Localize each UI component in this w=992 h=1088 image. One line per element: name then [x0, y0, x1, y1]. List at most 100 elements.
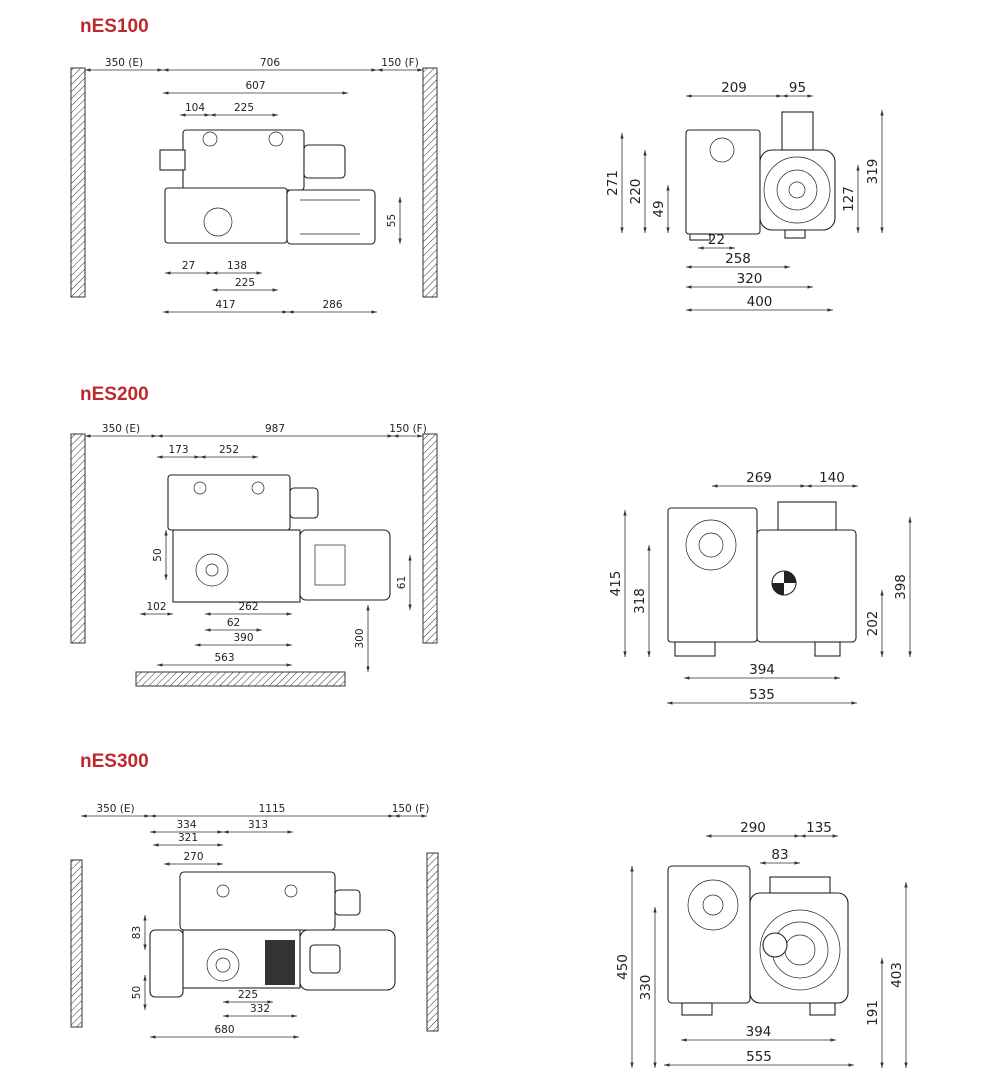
pump-body — [164, 187, 288, 244]
floor — [135, 671, 346, 687]
dimension-label: 49 — [651, 200, 667, 217]
dimension-label: 102 — [146, 601, 166, 613]
dimension-label: 95 — [789, 80, 806, 96]
inlet-flange — [159, 149, 186, 171]
dimension-label: 319 — [865, 159, 881, 185]
dimension-label: 225 — [238, 989, 258, 1001]
fan-grille — [763, 156, 831, 224]
dimension-label: 318 — [632, 588, 648, 614]
dimension-label: 22 — [708, 232, 725, 248]
dimension-label: 403 — [889, 962, 905, 988]
dimension-label: 607 — [245, 80, 265, 92]
dimension-label: 55 — [386, 214, 398, 227]
dimension-label: 150 (F) — [381, 57, 419, 69]
dimension-label: 83 — [771, 847, 788, 863]
dimension-label: 417 — [215, 299, 235, 311]
dimension-label: 987 — [265, 423, 285, 435]
dimension-label: 290 — [740, 820, 766, 836]
wall-right — [422, 433, 438, 644]
dimension-label: 1115 — [259, 803, 286, 815]
dimension-label: 535 — [749, 687, 775, 703]
dimension-label: 191 — [865, 1000, 881, 1026]
drum — [149, 929, 184, 998]
dimension-label: 27 — [182, 260, 195, 272]
dimension-label: 83 — [131, 926, 143, 939]
wall-left — [70, 67, 86, 298]
dimension-label: 270 — [183, 851, 203, 863]
wall-left — [70, 859, 83, 1028]
pump-cylinder — [179, 871, 336, 931]
dimension-label: 209 — [721, 80, 747, 96]
dimension-label: 286 — [322, 299, 342, 311]
front-housing — [667, 507, 758, 643]
wall-left — [70, 433, 86, 644]
dimension-label: 563 — [214, 652, 234, 664]
dimension-label: 394 — [749, 662, 775, 678]
front-housing — [685, 129, 761, 235]
dimension-label: 150 (F) — [389, 423, 427, 435]
dimension-label: 225 — [234, 102, 254, 114]
wall-right — [426, 852, 439, 1032]
nes300-side-view — [70, 852, 439, 1032]
model-title-nes300: nES300 — [80, 751, 149, 772]
dimension-label: 313 — [248, 819, 268, 831]
dimension-label: 350 (E) — [102, 423, 140, 435]
dimension-label: 104 — [185, 102, 205, 114]
inlet-stub — [781, 111, 814, 151]
dimension-label: 269 — [746, 470, 772, 486]
dimension-label: 321 — [178, 832, 198, 844]
dimension-label: 138 — [227, 260, 247, 272]
dimension-label: 202 — [865, 611, 881, 637]
dimension-label: 390 — [233, 632, 253, 644]
nes100-side-view — [70, 67, 438, 298]
motor — [286, 189, 376, 245]
fan-cap — [289, 487, 319, 519]
dimension-label: 330 — [638, 975, 654, 1001]
dimension-label: 140 — [819, 470, 845, 486]
dimension-label: 334 — [176, 819, 196, 831]
dimension-label: 706 — [260, 57, 280, 69]
nes200-front-view — [667, 501, 857, 657]
dimension-label: 150 (F) — [392, 803, 430, 815]
pump-body — [172, 529, 301, 603]
flange-circle — [203, 207, 233, 237]
dimension-label: 225 — [235, 277, 255, 289]
dimension-label: 300 — [354, 628, 366, 648]
dimension-label: 173 — [168, 444, 188, 456]
dimension-label: 415 — [608, 571, 624, 597]
pump-cylinder — [167, 474, 291, 531]
nes300-front-view — [667, 865, 849, 1016]
fan-cap — [303, 144, 346, 179]
dimension-label: 127 — [841, 186, 857, 212]
pump-cylinder — [182, 129, 305, 191]
fan-cap — [334, 889, 361, 916]
nes200-side-view — [70, 433, 438, 687]
dimension-label: 680 — [214, 1024, 234, 1036]
dimension-label: 61 — [396, 576, 408, 589]
dimension-label: 258 — [725, 251, 751, 267]
dimension-label: 62 — [227, 617, 240, 629]
fan-housing — [759, 149, 836, 231]
dimension-label: 271 — [605, 170, 621, 196]
dimension-label: 220 — [628, 179, 644, 205]
inlet-stub — [769, 876, 831, 894]
dimension-label: 398 — [893, 574, 909, 600]
dimension-label: 555 — [746, 1049, 772, 1065]
dimension-label: 50 — [131, 986, 143, 999]
model-title-nes100: nES100 — [80, 16, 149, 37]
dimension-label: 350 (E) — [96, 803, 134, 815]
dimension-label: 394 — [746, 1024, 772, 1040]
dimension-label: 400 — [747, 294, 773, 310]
dimension-label: 450 — [615, 954, 631, 980]
model-title-nes200: nES200 — [80, 384, 149, 405]
dimension-label: 252 — [219, 444, 239, 456]
inlet-stub — [777, 501, 837, 531]
dimension-label: 50 — [152, 548, 164, 561]
nes100-front-view — [685, 111, 836, 241]
wall-right — [422, 67, 438, 298]
dimension-label: 350 (E) — [105, 57, 143, 69]
front-housing — [667, 865, 751, 1004]
dimension-label: 135 — [806, 820, 832, 836]
dimension-label: 332 — [250, 1003, 270, 1015]
